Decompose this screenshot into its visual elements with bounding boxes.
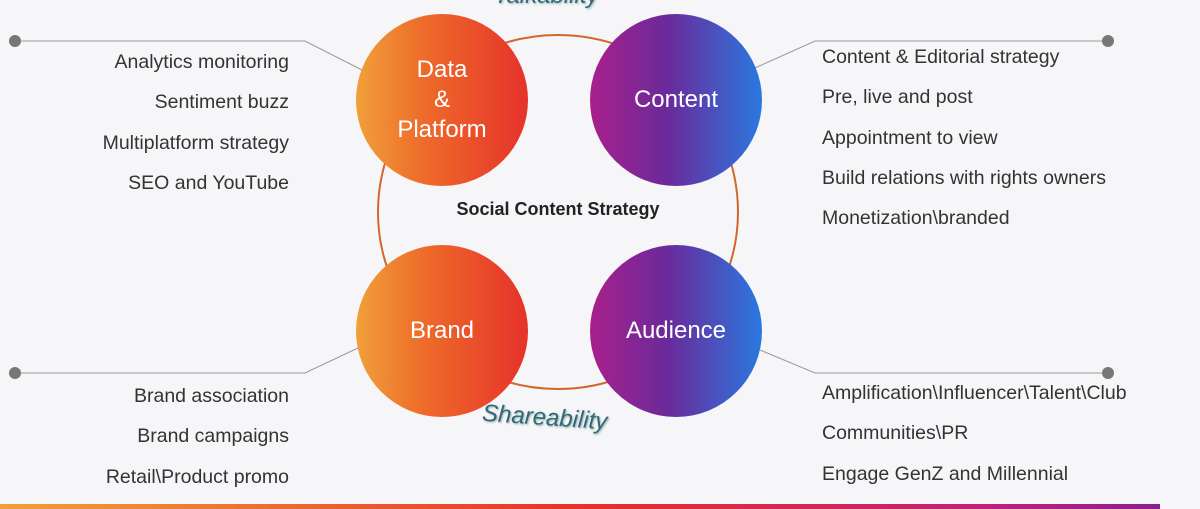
list-item: Brand association bbox=[133, 385, 289, 407]
data-platform-list: Analytics monitoring Sentiment buzz Mult… bbox=[103, 42, 289, 203]
list-item: Amplification\Influencer\Talent\Club bbox=[822, 382, 1127, 404]
leader-dot bbox=[1102, 367, 1114, 379]
leader-dot bbox=[1102, 35, 1114, 47]
list-item: Multiplatform strategy bbox=[102, 131, 289, 154]
gradient-footer-bar bbox=[0, 504, 1160, 509]
leader-line-data bbox=[15, 40, 363, 71]
leader-dot bbox=[9, 35, 21, 47]
brand-list: Brand association Brand campaigns Retail… bbox=[106, 376, 289, 497]
list-item: Monetization\branded bbox=[822, 207, 1010, 230]
list-item: Communities\PR bbox=[822, 422, 969, 445]
leader-dot bbox=[9, 367, 21, 379]
audience-list: Amplification\Influencer\Talent\Club Com… bbox=[822, 373, 1127, 494]
list-item: Analytics monitoring bbox=[114, 51, 290, 73]
list-item: Appointment to view bbox=[822, 126, 998, 149]
circle-content: Content bbox=[590, 14, 762, 186]
circle-data-platform: Data & Platform bbox=[356, 14, 528, 186]
talkability-label: Talkability bbox=[494, 0, 599, 10]
center-label: Social Content Strategy bbox=[456, 199, 660, 219]
list-item: Sentiment buzz bbox=[154, 91, 289, 114]
content-list: Content & Editorial strategy Pre, live a… bbox=[822, 37, 1106, 238]
list-item: Brand campaigns bbox=[137, 425, 289, 448]
list-item: Engage GenZ and Millennial bbox=[822, 462, 1069, 485]
list-item: Content & Editorial strategy bbox=[822, 46, 1060, 68]
list-item: Build relations with rights owners bbox=[822, 166, 1106, 189]
circle-audience: Audience bbox=[590, 245, 762, 417]
leader-line-brand bbox=[15, 347, 359, 374]
circle-brand: Brand bbox=[356, 245, 528, 417]
strategy-ring bbox=[377, 34, 739, 390]
list-item: SEO and YouTube bbox=[128, 171, 289, 194]
list-item: Retail\Product promo bbox=[105, 465, 289, 488]
list-item: Pre, live and post bbox=[822, 86, 973, 109]
leader-line-audience bbox=[759, 349, 1108, 374]
leader-line-content bbox=[754, 40, 1108, 69]
